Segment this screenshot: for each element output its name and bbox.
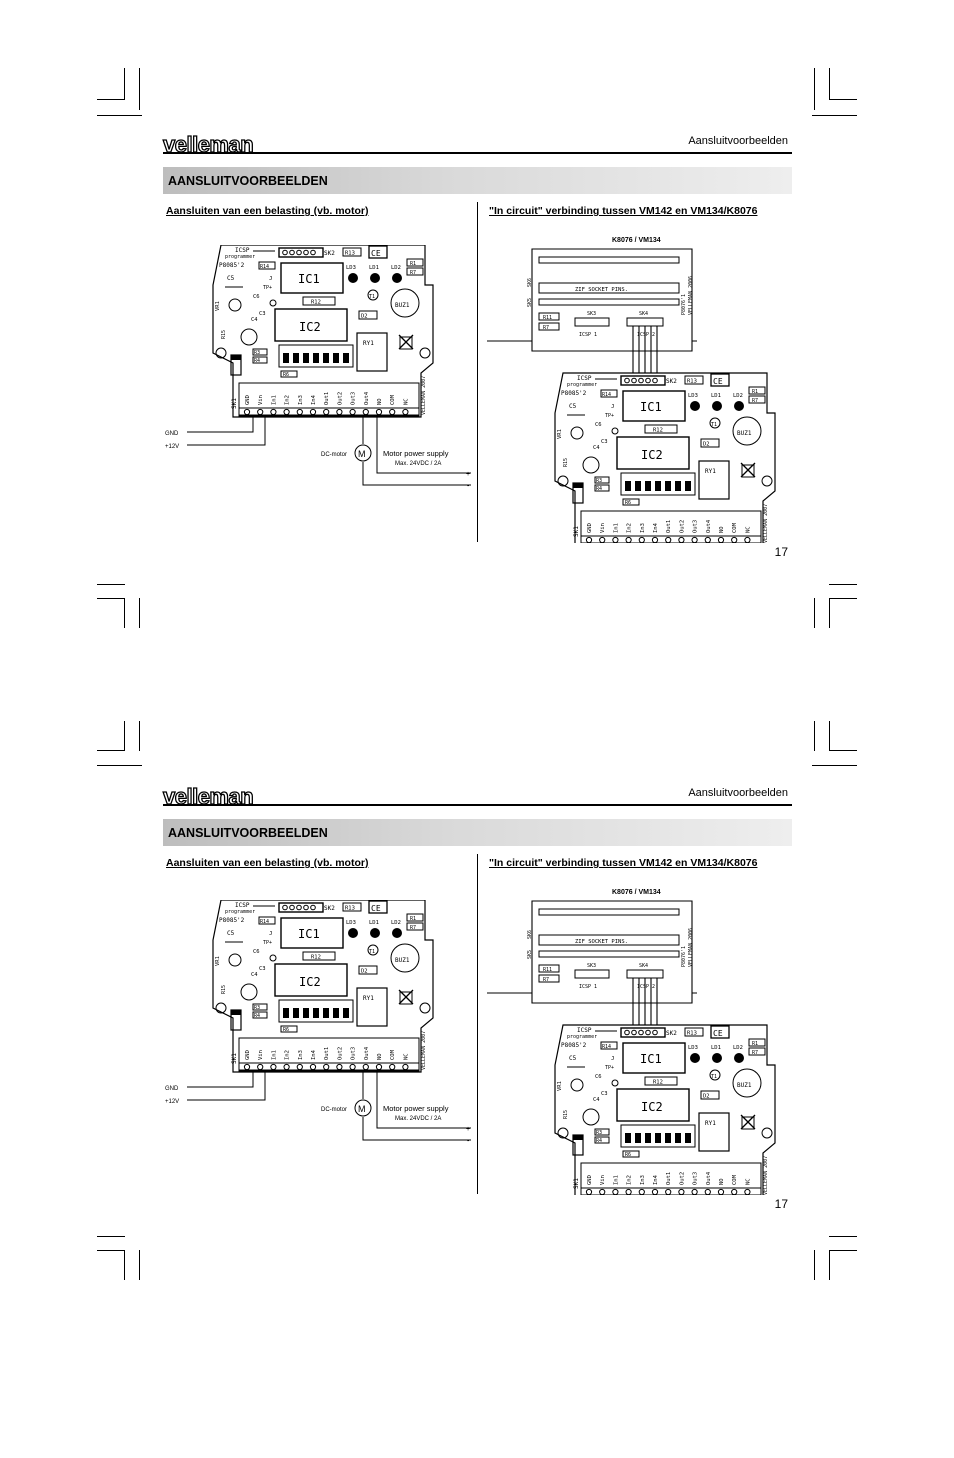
diagram-label: ZIF SOCKET PINS. [575,939,628,945]
section-banner: AANSLUITVOORBEELDEN [163,819,792,846]
page-top: velleman Aansluitvoorbeelden AANSLUITVOO… [0,130,954,806]
motor-wiring-diagram: GND +12V M DC-motor Motor power supply M… [165,245,471,490]
diagram-label: R7 [543,325,549,331]
diagram-label: SK3 [587,311,596,317]
header-rule [163,804,792,806]
diagram-label: M [358,1104,366,1114]
section-header: Aansluitvoorbeelden [688,787,788,799]
diagram-label: ICSP 2 [637,984,655,990]
diagram-label: P8076'1 [681,946,687,967]
diagram-label: Motor power supply [383,1104,449,1113]
diagram-label: SK5 [527,298,533,307]
page-bottom: velleman Aansluitvoorbeelden AANSLUITVOO… [0,782,954,1458]
motor-wiring-diagram: GND +12V M DC-motor Motor power supply M… [165,900,471,1145]
left-subhead: Aansluiten van een belasting (vb. motor) [166,205,369,217]
right-subhead: "In circuit" verbinding tussen VM142 en … [489,205,758,217]
banner-title: AANSLUITVOORBEELDEN [168,826,328,840]
diagram-label: - [467,483,470,490]
brand-logo: velleman [162,131,254,157]
diagram-label: K8076 / VM134 [612,237,661,244]
diagram-label: +12V [165,1099,179,1105]
diagram-label: + [466,471,470,478]
diagram-label: P8076'1 [681,294,687,315]
diagram-label: ZIF SOCKET PINS. [575,287,628,293]
in-circuit-diagram: K8076 / VM134 SK6 SK5 ZIF SOCKET PINS. R… [487,889,776,1195]
diagram-label: Max. 24VDC / 2A [395,461,441,467]
diagram-label: Max. 24VDC / 2A [395,1116,441,1122]
diagram-label: R11 [543,315,552,321]
page-number: 17 [774,1197,788,1211]
diagram-label: GND [165,431,179,437]
diagram-label: - [467,1138,470,1145]
banner-title: AANSLUITVOORBEELDEN [168,174,328,188]
diagram-label: SK6 [527,930,533,939]
diagram-label: VELLEMAN 2006 [688,276,694,315]
diagram-label: +12V [165,444,179,450]
diagram-label: SK4 [639,311,648,317]
diagram-label: SK3 [587,963,596,969]
diagram-label: R7 [543,977,549,983]
header-rule [163,152,792,154]
diagram-label: GND [165,1086,179,1092]
diagram-label: DC-motor [321,1107,347,1113]
in-circuit-diagram: K8076 / VM134 SK6 SK5 ZIF SOCKET PINS. R… [487,237,776,543]
section-header: Aansluitvoorbeelden [688,135,788,147]
brand-logo: velleman [162,783,254,809]
column-divider [477,854,478,1194]
column-divider [477,202,478,542]
diagram-label: ICSP 1 [579,984,597,990]
diagram-label: SK5 [527,950,533,959]
diagram-label: M [358,449,366,459]
diagram-label: DC-motor [321,452,347,458]
page-number: 17 [774,545,788,559]
diagram-label: ICSP 1 [579,332,597,338]
diagram-label: R11 [543,967,552,973]
diagram-label: SK6 [527,278,533,287]
diagram-label: VELLEMAN 2006 [688,928,694,967]
right-subhead: "In circuit" verbinding tussen VM142 en … [489,857,758,869]
diagram-label: SK4 [639,963,648,969]
diagram-label: K8076 / VM134 [612,889,661,896]
diagram-label: + [466,1126,470,1133]
section-banner: AANSLUITVOORBEELDEN [163,167,792,194]
diagram-label: ICSP 2 [637,332,655,338]
left-subhead: Aansluiten van een belasting (vb. motor) [166,857,369,869]
diagram-label: Motor power supply [383,449,449,458]
